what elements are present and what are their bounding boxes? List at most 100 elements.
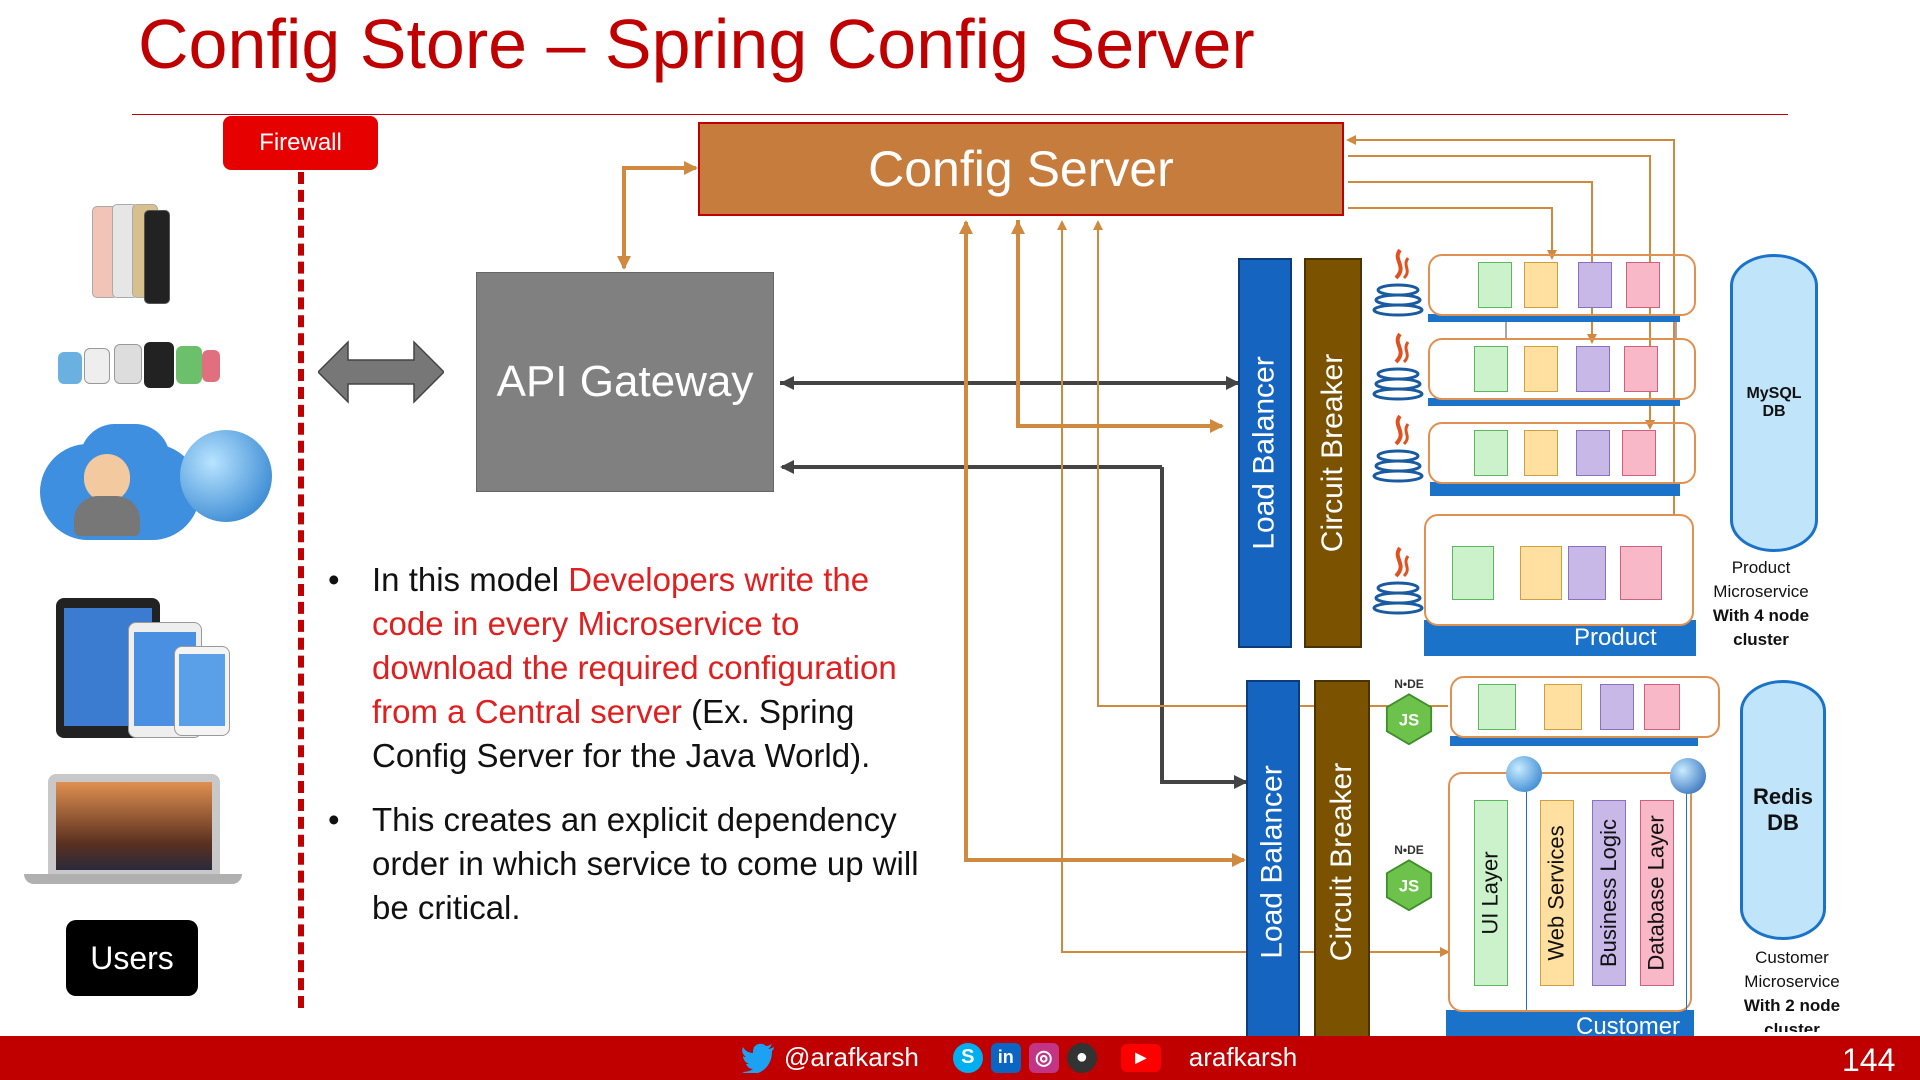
nodejs-badge-text: N•DE (1394, 677, 1424, 691)
bullet-dot: • (328, 801, 340, 838)
database-layer-block (1626, 262, 1660, 308)
product-load-balancer-label: Load Balancer (1248, 356, 1282, 550)
customer-circuit-breaker-label: Circuit Breaker (1325, 762, 1359, 962)
nodejs-badge-text: N•DE (1394, 843, 1424, 857)
skype-icon[interactable]: S (952, 1042, 983, 1073)
layer-label: Database Layer (1644, 815, 1670, 971)
product-caption-line3: With 4 node (1712, 606, 1810, 625)
layer-label: UI Layer (1478, 851, 1503, 935)
layer-divider (1686, 774, 1687, 1010)
customer-node-1 (1450, 676, 1720, 738)
slide-title: Config Store – Spring Config Server (138, 5, 1255, 83)
database-layer-block (1622, 430, 1656, 476)
web-services-block (1520, 546, 1562, 600)
title-divider (132, 114, 1788, 115)
business-logic-block: Business Logic (1592, 800, 1626, 986)
business-logic-block (1578, 262, 1612, 308)
customer-node-2: UI Layer Web Services Business Logic Dat… (1448, 772, 1692, 1012)
database-layer-block (1620, 546, 1662, 600)
product-node-3 (1428, 422, 1696, 484)
java-icon (1372, 332, 1424, 401)
bullet-1-highlight: Developers write the code in every Micro… (372, 561, 897, 730)
twitter-icon[interactable] (742, 1043, 776, 1073)
product-caption: Product Microservice With 4 node cluster (1700, 556, 1822, 652)
product-caption-line4: cluster (1733, 630, 1789, 649)
footer-social: @arafkarsh S in ◎ ● ▶ arafkarsh (742, 1042, 1297, 1073)
customer-row-base (1450, 736, 1698, 746)
web-services-block (1524, 430, 1558, 476)
laptop-image (24, 774, 242, 886)
youtube-icon[interactable]: ▶ (1120, 1043, 1161, 1072)
database-layer-block (1644, 684, 1680, 730)
footer-handle[interactable]: @arafkarsh (784, 1042, 919, 1072)
customer-circuit-breaker: Circuit Breaker (1314, 680, 1370, 1044)
globe-icon (1506, 756, 1542, 792)
bullet-1-suffix: (Ex. Spring Config Server for the Java W… (372, 693, 871, 774)
web-services-block (1524, 262, 1558, 308)
business-logic-block (1568, 546, 1606, 600)
product-node-2 (1428, 338, 1696, 400)
java-icon (1372, 414, 1424, 483)
product-caption-line1: Product (1731, 558, 1791, 577)
customer-load-balancer: Load Balancer (1246, 680, 1300, 1044)
redis-db-cylinder: Redis DB (1740, 680, 1826, 940)
database-layer-block: Database Layer (1640, 800, 1674, 986)
svg-text:JS: JS (1399, 877, 1419, 896)
product-circuit-breaker: Circuit Breaker (1304, 258, 1362, 648)
customer-load-balancer-label: Load Balancer (1256, 765, 1290, 959)
github-icon[interactable]: ● (1066, 1042, 1097, 1073)
web-services-block (1544, 684, 1582, 730)
layer-label: Business Logic (1596, 819, 1622, 967)
ui-layer-block (1452, 546, 1494, 600)
iphone-devices-image (90, 204, 170, 304)
tablets-image (56, 598, 232, 740)
product-row-base (1428, 314, 1680, 322)
web-services-block: Web Services (1540, 800, 1574, 986)
java-icon (1372, 546, 1424, 615)
product-row-base (1430, 482, 1680, 496)
instagram-icon[interactable]: ◎ (1028, 1042, 1059, 1073)
product-label: Product (1574, 624, 1657, 651)
globe-icon (1670, 758, 1706, 794)
ui-layer-block (1478, 684, 1516, 730)
bullet-item-1: • In this model Developers write the cod… (320, 558, 940, 778)
bullet-1-prefix: In this model (372, 561, 569, 598)
business-logic-block (1576, 346, 1610, 392)
linkedin-icon[interactable]: in (990, 1042, 1021, 1073)
nodejs-icon: N•DE JS (1383, 674, 1435, 746)
customer-caption-line2: Microservice (1744, 972, 1840, 991)
footer-bar: @arafkarsh S in ◎ ● ▶ arafkarsh 144 (0, 1036, 1920, 1080)
business-logic-block (1576, 430, 1610, 476)
product-node-1 (1428, 254, 1696, 316)
product-cluster-base: Product (1424, 620, 1696, 656)
bullet-2-text: This creates an explicit dependency orde… (372, 801, 919, 926)
page-number: 144 (1842, 1042, 1896, 1078)
users-label: Users (66, 920, 198, 996)
mysql-db-label-line2: DB (1762, 403, 1786, 420)
footer-name[interactable]: arafkarsh (1188, 1042, 1298, 1072)
redis-db-label-line2: DB (1767, 810, 1799, 835)
customer-label: Customer (1576, 1013, 1681, 1040)
bullet-item-2: • This creates an explicit dependency or… (320, 798, 940, 930)
layer-label: Web Services (1544, 825, 1569, 961)
mysql-db-cylinder: MySQL DB (1730, 254, 1818, 552)
mysql-db-label-line1: MySQL (1746, 385, 1802, 402)
redis-db-label-line1: Redis (1753, 784, 1813, 809)
bullet-list: • In this model Developers write the cod… (320, 558, 940, 950)
business-logic-block (1600, 684, 1634, 730)
product-circuit-breaker-label: Circuit Breaker (1316, 353, 1350, 553)
svg-text:JS: JS (1399, 711, 1419, 730)
product-load-balancer: Load Balancer (1238, 258, 1292, 648)
database-layer-block (1624, 346, 1658, 392)
web-services-block (1524, 346, 1558, 392)
product-caption-line2: Microservice (1713, 582, 1809, 601)
config-server-box: Config Server (698, 122, 1344, 216)
ui-layer-block (1478, 262, 1512, 308)
product-row-base (1428, 398, 1680, 406)
api-gateway-box: API Gateway (476, 272, 774, 492)
firewall-line (298, 172, 304, 1008)
client-gateway-double-arrow (318, 340, 444, 404)
customer-caption-line1: Customer (1755, 948, 1829, 967)
customer-caption-line3: With 2 node (1743, 996, 1841, 1015)
smartwatches-image (58, 340, 220, 404)
